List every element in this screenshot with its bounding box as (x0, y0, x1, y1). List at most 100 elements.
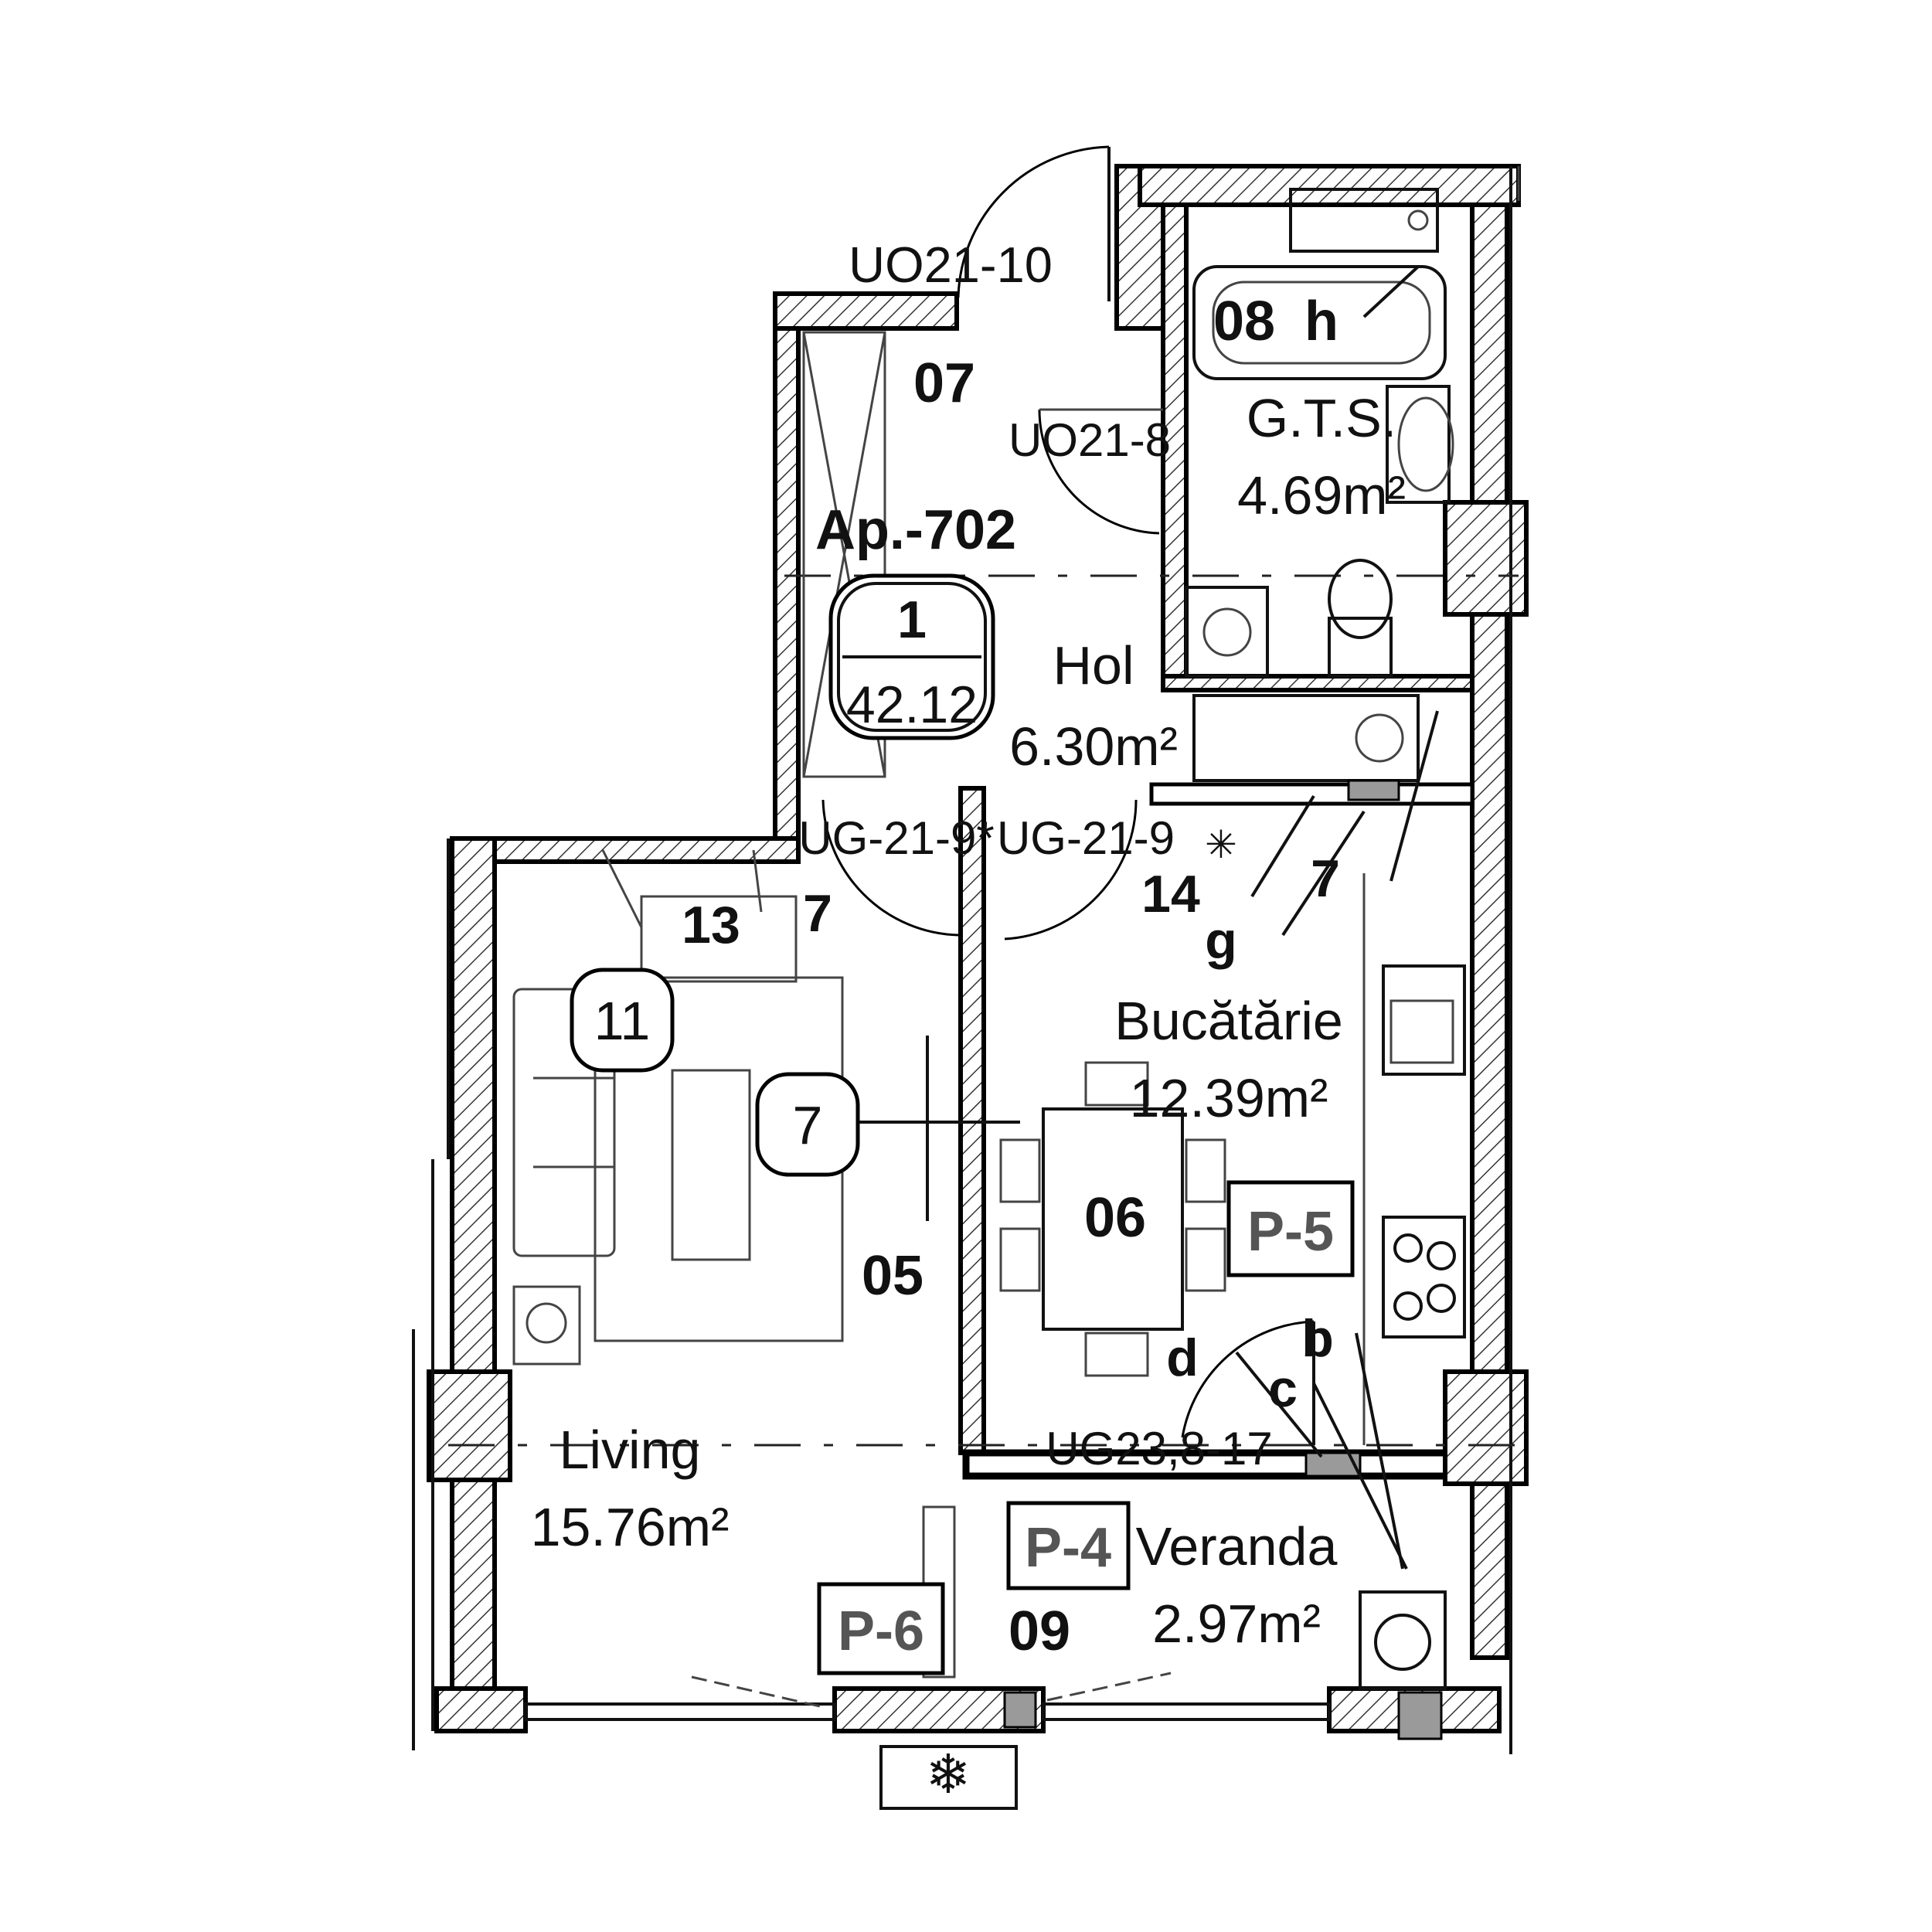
ac-unit (879, 1745, 1018, 1810)
coffee-table (671, 1069, 751, 1261)
veranda-boiler (1359, 1590, 1447, 1690)
door-entrance-swing (957, 145, 1110, 298)
gts-name: G.T.S. (1247, 388, 1396, 448)
marker-badges: 11 7 (570, 968, 860, 1177)
marker-g: g (1205, 911, 1237, 970)
column-left (427, 1369, 512, 1482)
kitchen-sink (1382, 964, 1466, 1076)
column-bottom-right (1443, 1369, 1529, 1486)
marker-7-kitchen: 7 (1311, 849, 1340, 908)
gts-area: 4.69m² (1237, 465, 1406, 526)
service-box-mid (1003, 1691, 1037, 1729)
panel-labels: P-5 P-4 P-6 (817, 1180, 1355, 1675)
veranda-area: 2.97m² (1152, 1594, 1321, 1654)
leader-g (1281, 810, 1366, 937)
chair-left-2 (999, 1227, 1041, 1292)
window-veranda (1042, 1702, 1331, 1721)
panel-p5-frame (1226, 1180, 1355, 1277)
cooktop (1382, 1216, 1466, 1338)
bathtub (1192, 265, 1447, 380)
marker-13: 13 (682, 896, 740, 954)
lamp-circle (526, 1302, 567, 1344)
window-living (524, 1702, 836, 1721)
leader-d (1235, 1351, 1323, 1458)
apartment-badge-area: 42.12 (846, 675, 978, 734)
apartment-badge-inner (837, 582, 987, 732)
leader-14 (1250, 794, 1315, 898)
hol-cabinet (1192, 694, 1420, 782)
panel-p6-label: P-6 (838, 1600, 924, 1662)
door-label-bath: UO21-8 (1009, 414, 1171, 466)
marker-d: d (1166, 1328, 1199, 1387)
bathtub-inner (1212, 281, 1431, 365)
armchair-top (640, 895, 798, 983)
marker-c: c (1268, 1359, 1298, 1418)
washing-machine (1185, 586, 1269, 678)
chair-right-2 (1185, 1227, 1226, 1292)
service-box-right (1397, 1691, 1443, 1740)
wall-hol-top (773, 291, 959, 331)
badge-7-label: 7 (793, 1095, 823, 1155)
burner-1 (1393, 1233, 1423, 1263)
hol-area: 6.30m² (1009, 716, 1178, 777)
kitchen-area: 12.39m² (1130, 1068, 1328, 1128)
chair-right-1 (1185, 1138, 1226, 1203)
chair-bottom (1084, 1332, 1149, 1377)
wall-bath-top (1138, 164, 1521, 207)
wall-veranda-top (962, 1449, 1476, 1480)
toilet-bowl (1328, 559, 1393, 639)
badge-7-frame (755, 1072, 860, 1177)
leader-c (1312, 1383, 1408, 1570)
door-label-entrance: UO21-10 (849, 236, 1053, 293)
burner-4 (1427, 1284, 1456, 1313)
boiler-top (1289, 188, 1439, 253)
hol-name: Hol (1053, 635, 1134, 696)
service-box-veranda (1304, 1451, 1362, 1478)
hol-cabinet-dial (1355, 713, 1404, 763)
panel-p4-frame (1006, 1501, 1131, 1590)
apartment-label: Ap.-702 (815, 499, 1016, 561)
badge-11-frame (570, 968, 675, 1073)
walls (412, 164, 1529, 1754)
veranda-name: Veranda (1136, 1516, 1338, 1577)
room-labels: UO21-10 07 UO21-8 Ap.-702 Hol 6.30m² 08 … (531, 236, 1406, 1662)
gts-code: 08 (1213, 291, 1275, 352)
sofa (512, 988, 616, 1257)
badge-11-label: 11 (594, 991, 651, 1051)
door-bath-swing (1038, 409, 1160, 535)
door-label-living: UG-21-9* (798, 812, 994, 864)
dining-table (1042, 1107, 1184, 1331)
wall-bath-left (1161, 202, 1189, 679)
wall-bottom-left (434, 1686, 528, 1733)
leader-b (1355, 1332, 1404, 1570)
toilet-tank (1328, 617, 1393, 678)
door-living-swing (821, 799, 959, 937)
chair-top (1084, 1061, 1149, 1107)
panel-p6-frame (817, 1582, 945, 1675)
hol-code: 07 (913, 352, 975, 414)
boiler-top-dial (1407, 209, 1429, 231)
door-label-veranda: UG23,8-17 (1046, 1423, 1273, 1475)
wall-hol-left (773, 326, 801, 864)
leader-h (1362, 265, 1420, 318)
kitchen-sink-bowl (1389, 999, 1454, 1064)
living-area: 15.76m² (531, 1497, 730, 1557)
chair-left-1 (999, 1138, 1041, 1203)
kitchen-name: Bucătărie (1114, 991, 1343, 1051)
star-icon: ✳ (1205, 823, 1237, 866)
marker-7-living: 7 (803, 884, 832, 943)
snowflake-icon: ❄ (926, 1744, 971, 1804)
leader-13 (601, 849, 643, 928)
panel-p4-label: P-4 (1025, 1517, 1111, 1579)
leader-7-kitchen (1389, 710, 1439, 882)
doors (691, 145, 1315, 1709)
marker-b: b (1301, 1309, 1334, 1368)
kitchen-code: 06 (1084, 1187, 1146, 1249)
leader-7-living (752, 849, 763, 913)
living-code: 05 (862, 1245, 923, 1307)
gts-suffix: h (1304, 291, 1338, 352)
wardrobe (802, 331, 886, 778)
leader-lines (601, 265, 1439, 1570)
veranda-code: 09 (1009, 1600, 1070, 1662)
